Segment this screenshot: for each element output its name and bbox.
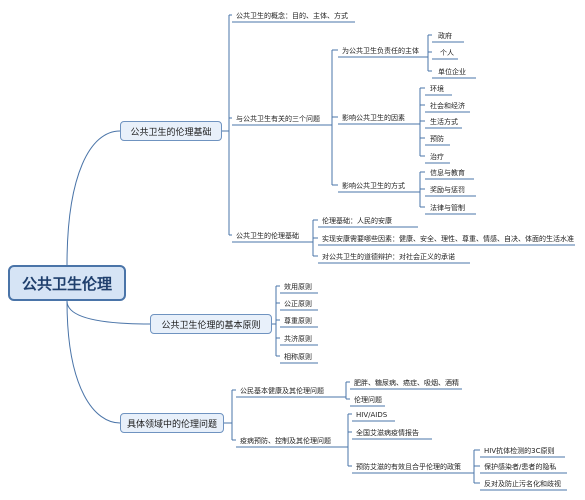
leaf-society-economy[interactable]: 社会和经济 xyxy=(430,102,465,110)
underline-b2c1-children xyxy=(352,420,466,474)
branch-ethical-foundation[interactable]: 公共卫生的伦理基础 xyxy=(120,121,222,141)
leaf-3c-principle[interactable]: HIV抗体检测的3C原则 xyxy=(484,447,555,455)
leaf-prevention[interactable]: 预防 xyxy=(430,135,444,143)
node-disease-control[interactable]: 疫病预防、控制及其伦理问题 xyxy=(240,437,331,445)
connector-root-b0 xyxy=(66,130,121,266)
connector-ef-leaves xyxy=(305,219,318,257)
connector-b2c0-leaves xyxy=(340,381,350,400)
connector-q1-leaves xyxy=(412,87,425,157)
node-responsible-subject[interactable]: 为公共卫生负责任的主体 xyxy=(342,47,419,55)
leaf-lifestyle[interactable]: 生活方式 xyxy=(430,118,458,126)
node-influence-factors[interactable]: 影响公共卫生的因素 xyxy=(342,114,405,122)
connector-b2-spine xyxy=(224,389,236,441)
node-hiv-aids[interactable]: HIV/AIDS xyxy=(356,411,388,419)
leaf-treatment[interactable]: 治疗 xyxy=(430,153,444,161)
leaf-chronic-diseases[interactable]: 肥胖、糖尿病、癌症、吸烟、酒精 xyxy=(354,379,459,387)
leaf-utility-principle[interactable]: 效用原则 xyxy=(284,283,312,291)
connector-q-spine xyxy=(325,49,338,186)
leaf-information-education[interactable]: 信息与教育 xyxy=(430,169,465,177)
leaf-environment[interactable]: 环境 xyxy=(430,85,444,93)
leaf-ethical-issues[interactable]: 伦理问题 xyxy=(354,396,382,404)
branch-specific-issues[interactable]: 具体领域中的伦理问题 xyxy=(120,413,224,433)
connector-q0-leaves xyxy=(422,34,432,72)
leaf-moral-justification[interactable]: 对公共卫生的道德辩护：对社会正义的承诺 xyxy=(322,253,455,261)
leaf-law-regulation[interactable]: 法律与管制 xyxy=(430,204,465,212)
node-basic-health[interactable]: 公民基本健康及其伦理问题 xyxy=(240,387,324,395)
connector-b0-spine xyxy=(222,14,232,236)
underline-q2-leaves xyxy=(425,178,476,215)
connector-b1-leaves xyxy=(272,285,280,357)
underline-q1-leaves xyxy=(425,94,470,164)
underline-b1-leaves xyxy=(280,292,318,364)
leaf-government[interactable]: 政府 xyxy=(438,32,452,40)
leaf-proportionality-principle[interactable]: 相称原则 xyxy=(284,353,312,361)
branch-basic-principles[interactable]: 公共卫生伦理的基本原则 xyxy=(150,314,272,334)
leaf-anti-stigma[interactable]: 反对及防止污名化和歧视 xyxy=(484,480,561,488)
node-three-questions[interactable]: 与公共卫生有关的三个问题 xyxy=(236,115,320,123)
connector-root-b2 xyxy=(66,300,121,424)
underline-q0-leaves xyxy=(432,41,476,79)
leaf-reward-punishment[interactable]: 奖励与惩罚 xyxy=(430,186,465,194)
leaf-individual[interactable]: 个人 xyxy=(440,49,454,57)
node-ethical-foundation-sub[interactable]: 公共卫生的伦理基础 xyxy=(236,232,299,240)
leaf-enterprise[interactable]: 单位企业 xyxy=(438,68,466,76)
node-aids-report[interactable]: 全国艾滋病疫情报告 xyxy=(356,429,419,437)
leaf-wellbeing[interactable]: 伦理基础：人民的安康 xyxy=(322,217,392,225)
underline-policy-leaves xyxy=(480,456,567,491)
leaf-solidarity-principle[interactable]: 共济原则 xyxy=(284,335,312,343)
leaf-wellbeing-factors[interactable]: 实现安康需要哪些因素：健康、安全、理性、尊重、情感、自决、体面的生活水准 xyxy=(322,235,574,243)
root-node[interactable]: 公共卫生伦理 xyxy=(8,265,126,301)
underline-ef-leaves xyxy=(318,226,575,264)
node-prevention-policy[interactable]: 预防艾滋的有效且合乎伦理的政策 xyxy=(356,463,461,471)
node-concept[interactable]: 公共卫生的概念：目的、主体、方式 xyxy=(236,12,348,20)
connector-b2c1-children xyxy=(342,413,352,467)
connector-q2-leaves xyxy=(412,171,425,208)
leaf-justice-principle[interactable]: 公正原则 xyxy=(284,300,312,308)
connector-policy-leaves xyxy=(466,449,480,484)
connector-root-b1 xyxy=(66,300,151,325)
leaf-respect-principle[interactable]: 尊重原则 xyxy=(284,317,312,325)
leaf-privacy-protection[interactable]: 保护感染者/患者的隐私 xyxy=(484,463,557,471)
node-influence-methods[interactable]: 影响公共卫生的方式 xyxy=(342,182,405,190)
underline-b2c0-leaves xyxy=(350,388,462,407)
